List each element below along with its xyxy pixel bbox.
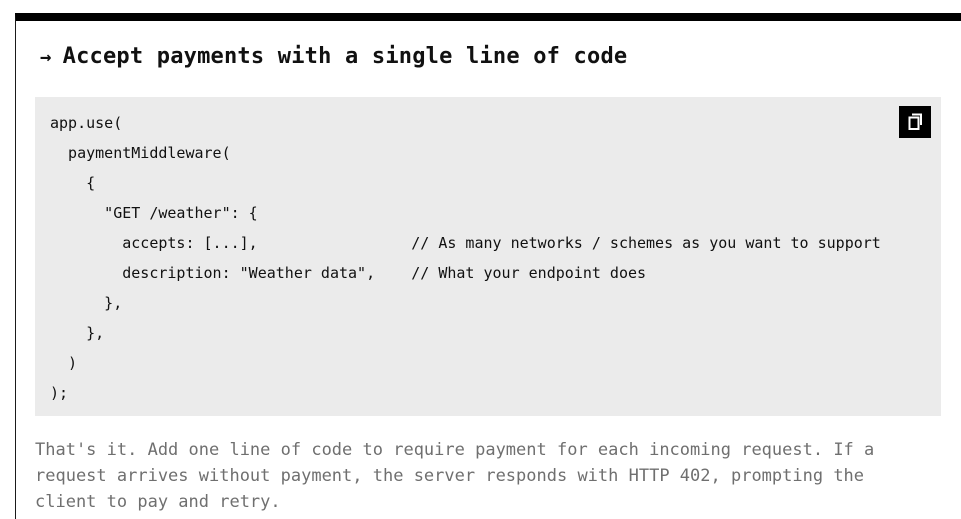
code-line: }, — [50, 324, 105, 342]
code-line: "GET /weather": { — [50, 204, 258, 222]
code-line: { — [50, 174, 96, 192]
arrow-right-icon: → — [40, 45, 52, 68]
copy-icon — [908, 113, 922, 130]
code-line: accepts: [...], // As many networks / sc… — [50, 234, 881, 252]
copy-code-button[interactable] — [899, 106, 931, 138]
code-line: ) — [50, 354, 78, 372]
code-line: paymentMiddleware( — [50, 144, 231, 162]
code-block: app.use( paymentMiddleware( { "GET /weat… — [35, 97, 941, 416]
description-text: That's it. Add one line of code to requi… — [35, 437, 935, 515]
section-heading: → Accept payments with a single line of … — [40, 44, 627, 69]
code-line: description: "Weather data", // What you… — [50, 264, 647, 282]
description-line: client to pay and retry. — [35, 492, 281, 512]
description-line: That's it. Add one line of code to requi… — [35, 440, 875, 460]
code-line: app.use( — [50, 114, 123, 132]
code-line: ); — [50, 384, 69, 402]
description-line: request arrives without payment, the ser… — [35, 466, 865, 486]
code-line: }, — [50, 294, 123, 312]
section-title: Accept payments with a single line of co… — [62, 44, 628, 69]
